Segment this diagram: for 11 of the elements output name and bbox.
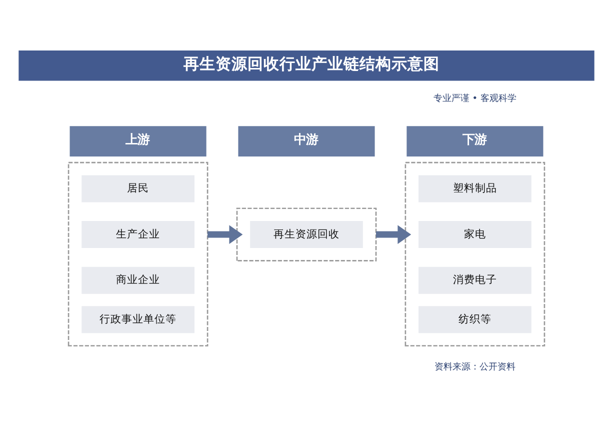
cluster [404, 161, 546, 346]
label: 专业严谨 • 客观科学 [433, 94, 516, 104]
node-box: 上游 [70, 126, 206, 156]
node-box: 中游 [238, 126, 375, 156]
diagram-title: 再生资源回收行业产业链结构示意图 [183, 54, 440, 73]
label: 资料来源：公开资料 [434, 362, 516, 372]
cluster [236, 207, 377, 261]
arrow [208, 224, 243, 244]
arrow [376, 224, 412, 244]
cluster [68, 161, 208, 346]
node-box: 下游 [406, 126, 544, 156]
